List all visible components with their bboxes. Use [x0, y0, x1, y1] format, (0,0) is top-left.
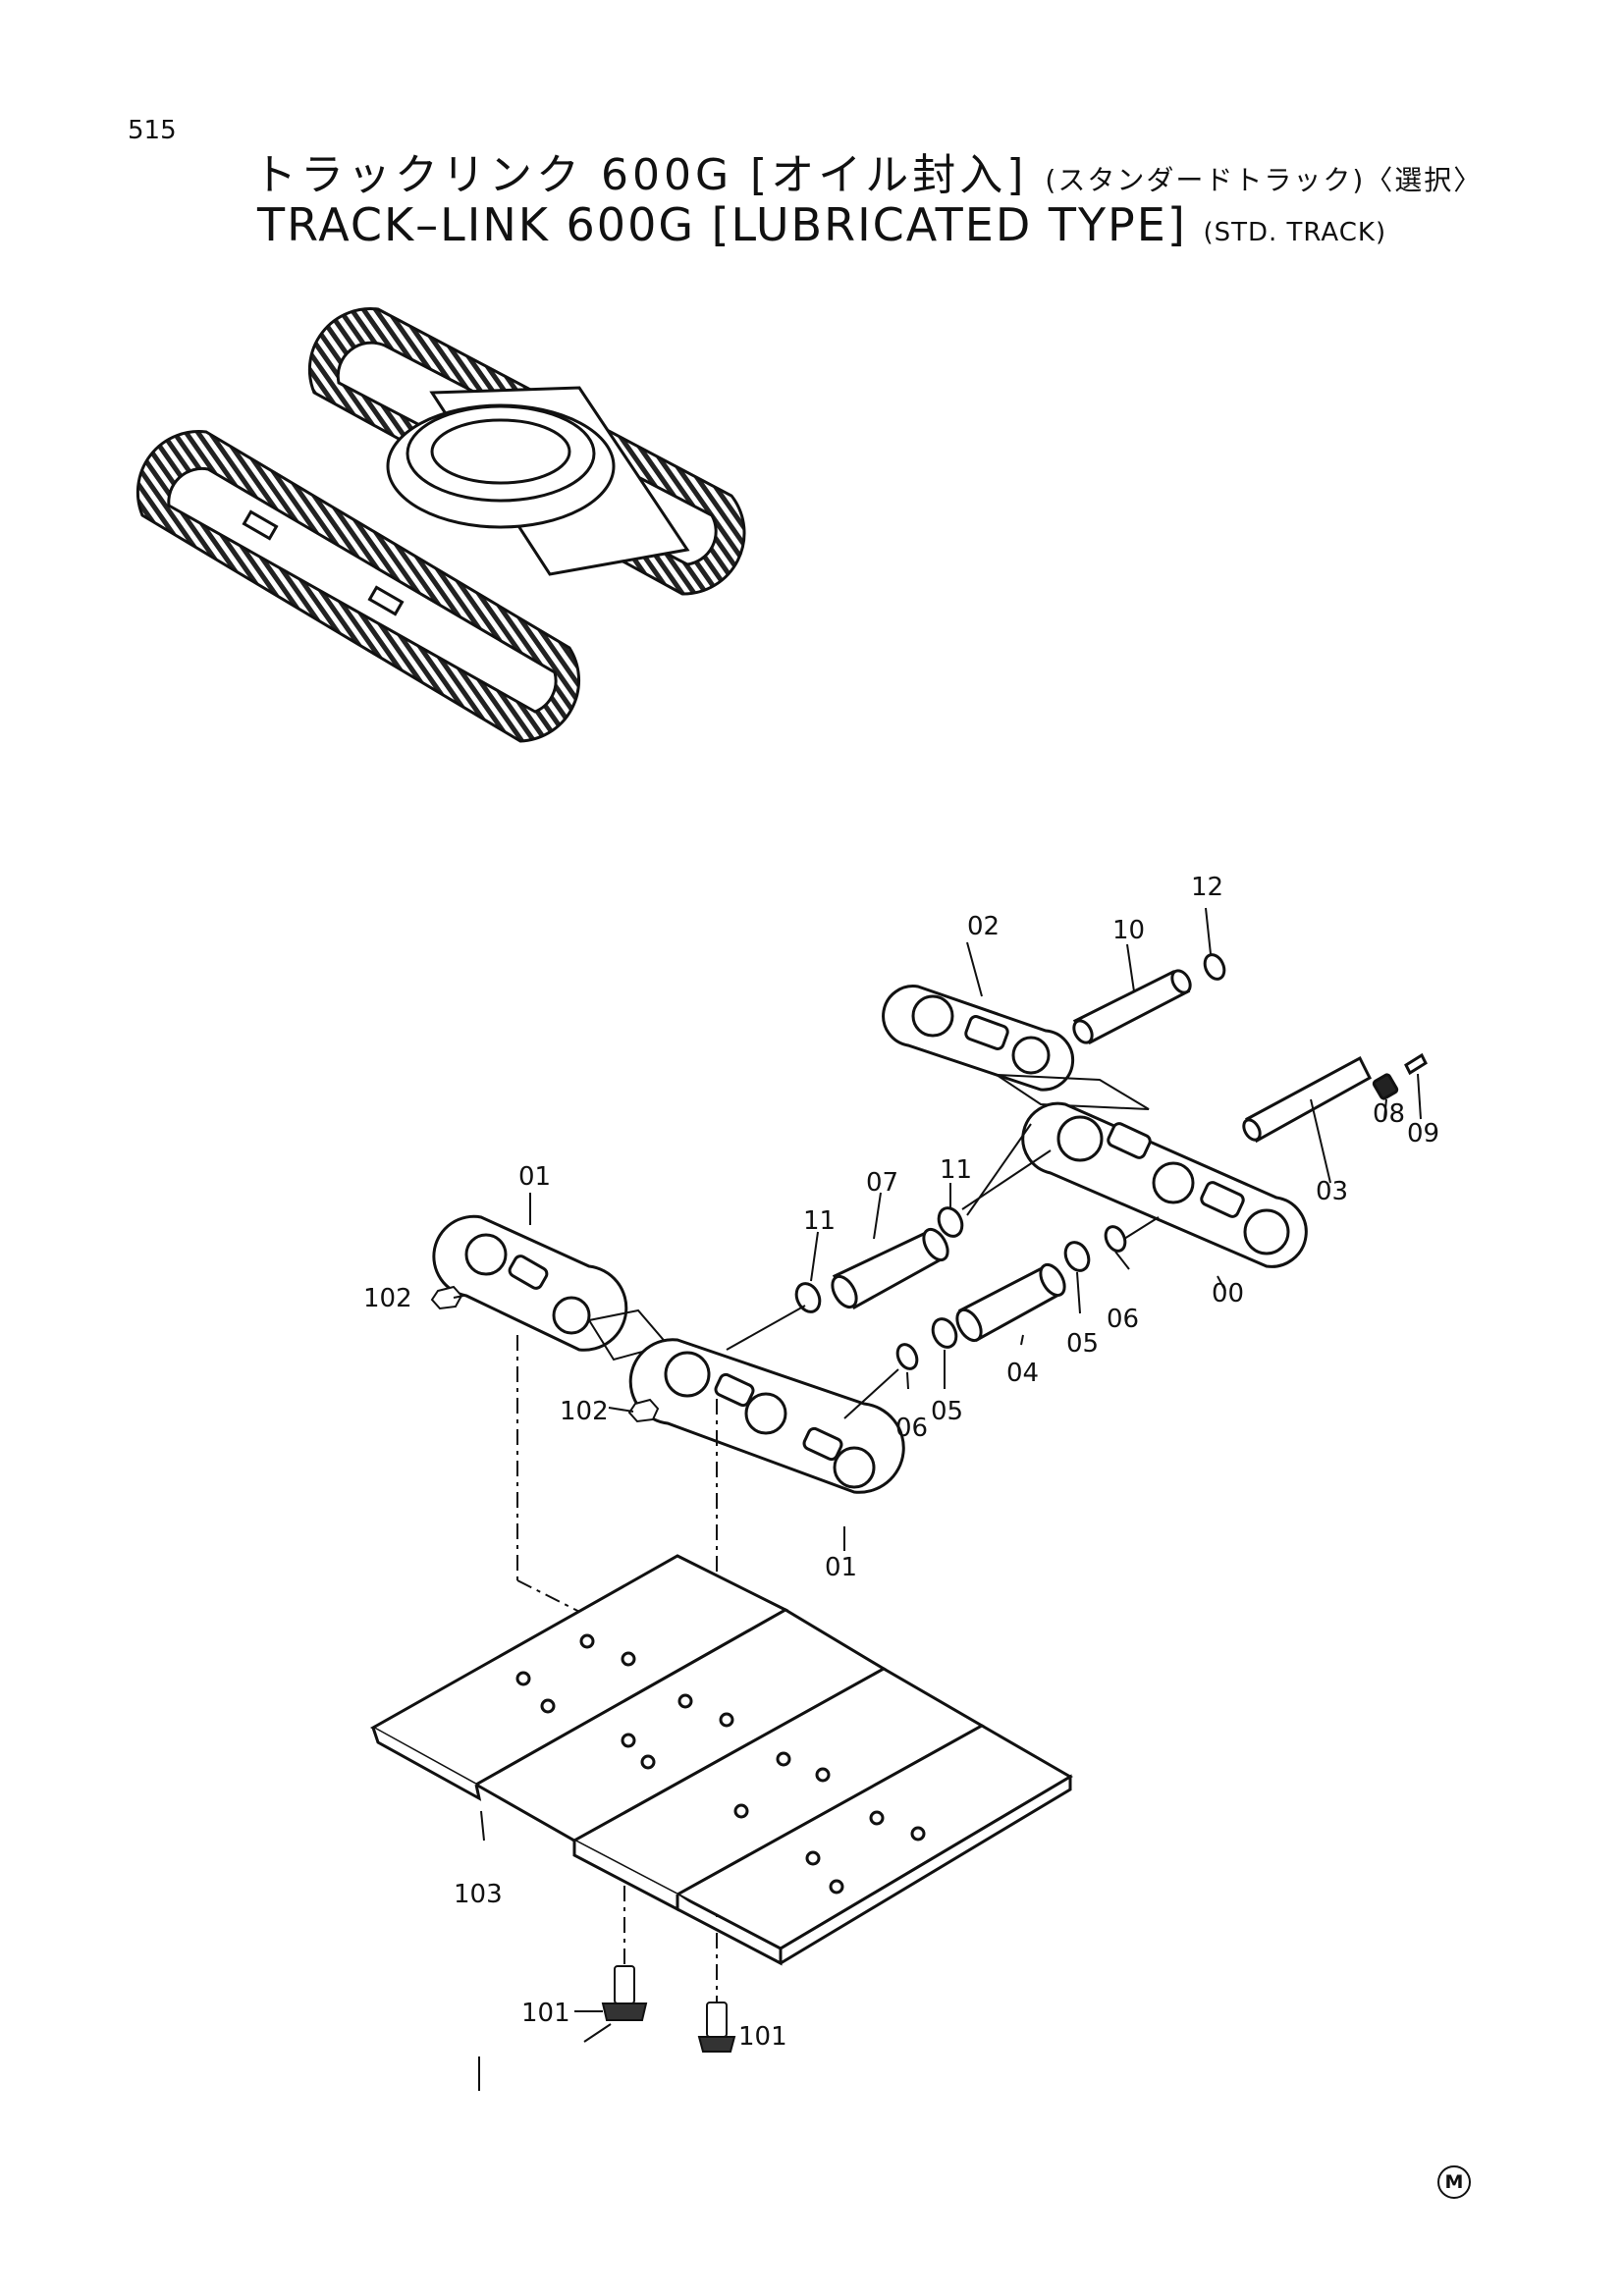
callout-102-upper: 102 [363, 1284, 412, 1313]
seal-11-right [937, 1206, 964, 1238]
assembly-outline-top [993, 1073, 1150, 1110]
track-shoe-103 [369, 1554, 1073, 1966]
leader-lines [453, 907, 1422, 2091]
callout-12: 12 [1191, 873, 1223, 902]
undercarriage-illustration [135, 307, 746, 743]
pin-10 [1072, 969, 1192, 1044]
callout-08: 08 [1373, 1099, 1405, 1129]
track-frame-front [135, 430, 580, 743]
bolt-101-left [601, 1965, 648, 2021]
nut-102-lower [627, 1398, 660, 1423]
link-00 [1021, 1101, 1308, 1268]
bushing-04 [955, 1262, 1066, 1343]
seal-11-left [794, 1282, 822, 1313]
callout-05-left: 05 [931, 1397, 963, 1426]
title-japanese: トラックリンク 600G [オイル封入] (スタンダードトラック)〈選択〉 [253, 139, 1483, 202]
title-english: TRACK–LINK 600G [LUBRICATED TYPE] (STD. … [257, 198, 1386, 251]
seal-05-left [931, 1317, 958, 1349]
callout-102-lower: 102 [560, 1397, 609, 1426]
bolt-101-right [697, 2002, 736, 2053]
callout-06-left: 06 [895, 1414, 928, 1443]
manufacturer-mark: M [1437, 2165, 1471, 2199]
callout-00: 00 [1212, 1279, 1244, 1308]
snap-ring-12 [1203, 953, 1226, 981]
callout-01-upper: 01 [518, 1162, 551, 1192]
seal-rings [794, 1206, 1127, 1370]
title-jp-main: トラックリンク 600G [オイル封入] [253, 150, 1028, 200]
callout-01-lower: 01 [825, 1553, 857, 1582]
callout-06-right: 06 [1107, 1305, 1139, 1334]
callout-09: 09 [1407, 1119, 1439, 1148]
link-01-upper [432, 1214, 628, 1352]
pin-09 [1404, 1052, 1428, 1076]
callout-10: 10 [1112, 916, 1145, 945]
plug-08 [1372, 1073, 1399, 1100]
seal-05-right [1063, 1241, 1091, 1272]
callout-labels: 00 01 01 02 03 04 05 05 06 06 07 08 09 1… [363, 873, 1439, 2052]
bushing-07 [831, 1227, 949, 1310]
callout-101-right: 101 [738, 2022, 787, 2052]
link-02 [882, 985, 1075, 1092]
callout-11-left: 11 [803, 1206, 836, 1236]
nut-102-upper [430, 1285, 463, 1310]
callout-04: 04 [1006, 1359, 1039, 1388]
page-number: 515 [128, 116, 177, 145]
callout-11-right: 11 [940, 1155, 972, 1185]
callout-05-right: 05 [1066, 1329, 1099, 1359]
title-en-suffix: (STD. TRACK) [1203, 218, 1387, 247]
callout-03: 03 [1316, 1177, 1348, 1206]
callout-02: 02 [967, 912, 1000, 941]
callout-103: 103 [454, 1880, 503, 1909]
title-jp-suffix: (スタンダードトラック)〈選択〉 [1045, 164, 1484, 196]
callout-07: 07 [866, 1168, 898, 1198]
center-frame [386, 386, 690, 576]
link-01-lower [628, 1338, 905, 1494]
callout-101-left: 101 [521, 1999, 570, 2028]
shoe-bolt-holes [515, 1633, 926, 1895]
pin-03 [1242, 1055, 1372, 1144]
spacer-06-left [895, 1343, 919, 1370]
spacer-06-right [1104, 1225, 1127, 1253]
title-en-main: TRACK–LINK 600G [LUBRICATED TYPE] [257, 198, 1187, 251]
